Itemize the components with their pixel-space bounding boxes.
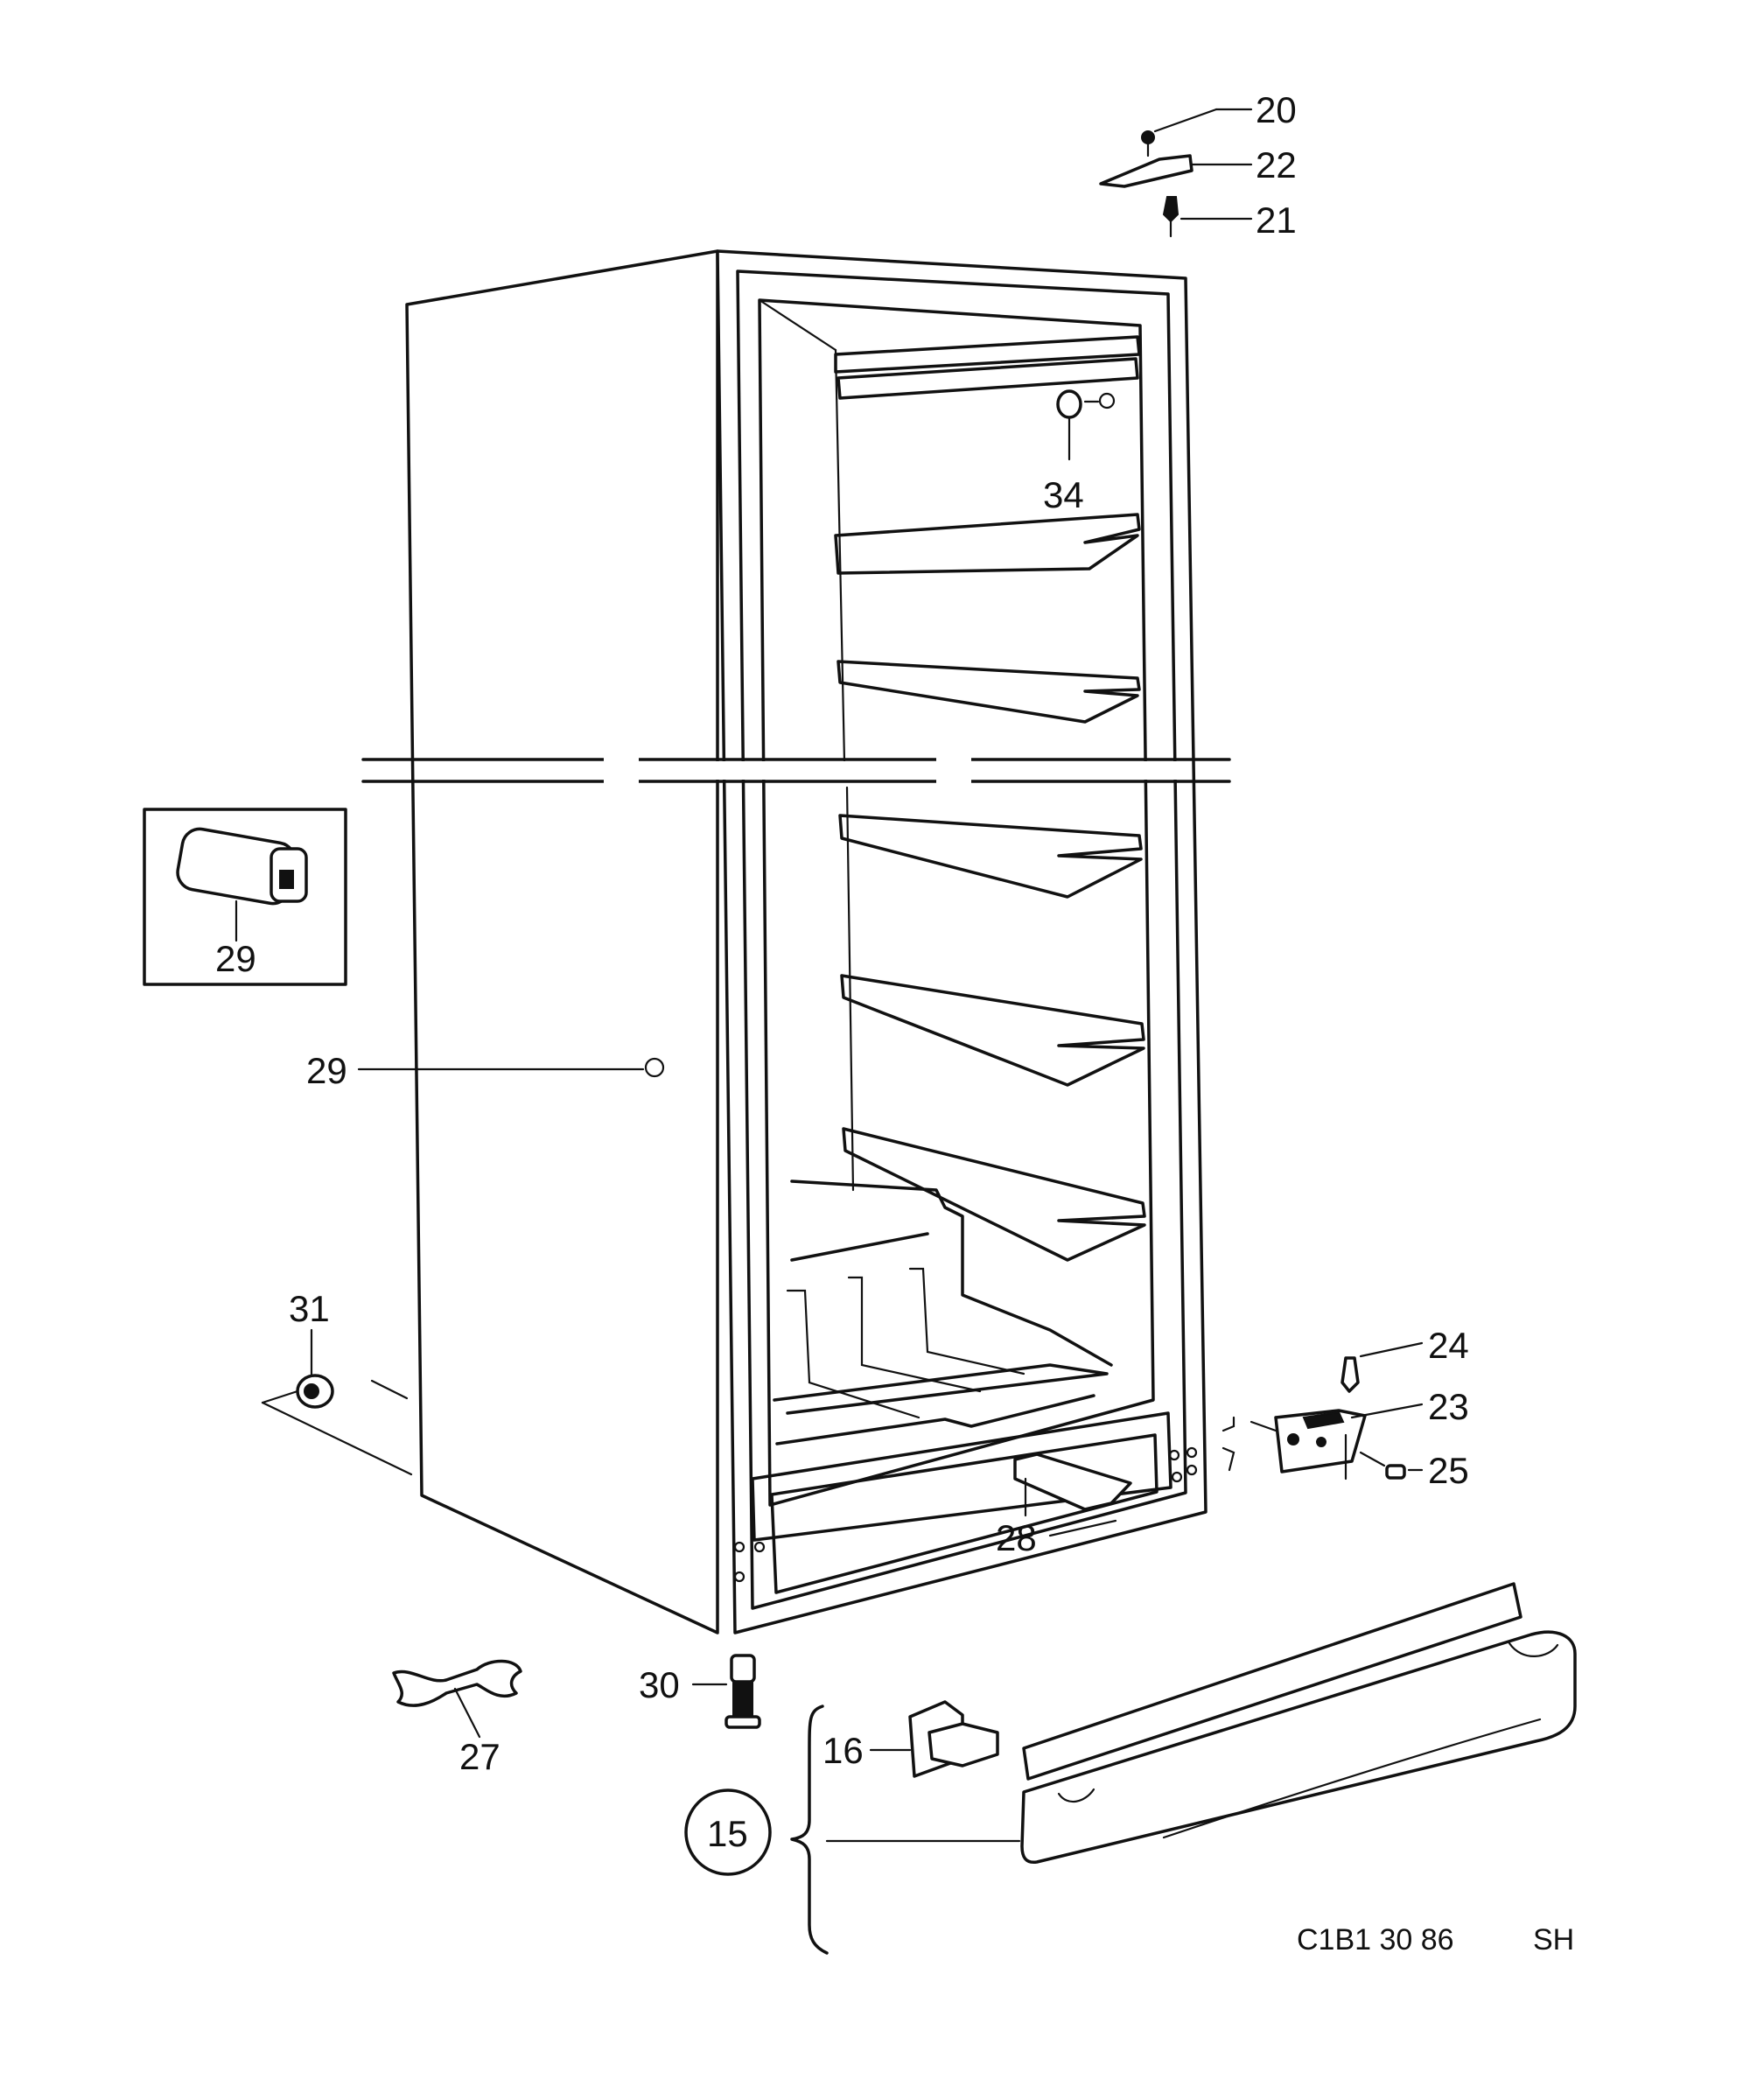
callout-34: 34 bbox=[1043, 474, 1084, 515]
part-34-plug bbox=[1056, 389, 1116, 461]
inset-part-29 bbox=[143, 808, 347, 986]
top-hinge-parts bbox=[1099, 108, 1253, 238]
bottom-rack bbox=[773, 1180, 1113, 1446]
part-28-latch bbox=[1013, 1452, 1132, 1537]
callout-23: 23 bbox=[1428, 1386, 1469, 1427]
callout-25: 25 bbox=[1428, 1450, 1469, 1491]
callout-22: 22 bbox=[1256, 144, 1297, 186]
part-31-foot bbox=[261, 1328, 413, 1476]
callout-29: 29 bbox=[306, 1050, 347, 1091]
callout-24: 24 bbox=[1428, 1325, 1469, 1366]
lower-hinge-parts bbox=[1222, 1341, 1424, 1480]
door-bar-assembly bbox=[684, 1582, 1577, 1955]
callout-29-inset: 29 bbox=[215, 938, 256, 979]
callout-labels: 20 22 21 34 29 29 31 24 23 25 28 30 27 1… bbox=[215, 89, 1469, 1854]
callout-28: 28 bbox=[996, 1517, 1037, 1558]
drawing-code: C1B1 30 86 bbox=[1297, 1923, 1454, 1956]
callout-20: 20 bbox=[1256, 89, 1297, 130]
callout-30: 30 bbox=[639, 1664, 680, 1705]
callout-31: 31 bbox=[289, 1288, 330, 1329]
drawing-initials: SH bbox=[1533, 1923, 1574, 1956]
shelf-rails bbox=[834, 335, 1146, 1262]
callout-16: 16 bbox=[822, 1730, 864, 1771]
part-30-foot bbox=[691, 1654, 761, 1729]
cabinet-body bbox=[361, 249, 1231, 1634]
callout-27: 27 bbox=[459, 1736, 500, 1777]
drawing-footer: C1B1 30 86 SH bbox=[1297, 1923, 1574, 1956]
callout-15: 15 bbox=[707, 1813, 748, 1854]
callout-21: 21 bbox=[1256, 200, 1297, 241]
part-27-wrench bbox=[392, 1659, 522, 1739]
